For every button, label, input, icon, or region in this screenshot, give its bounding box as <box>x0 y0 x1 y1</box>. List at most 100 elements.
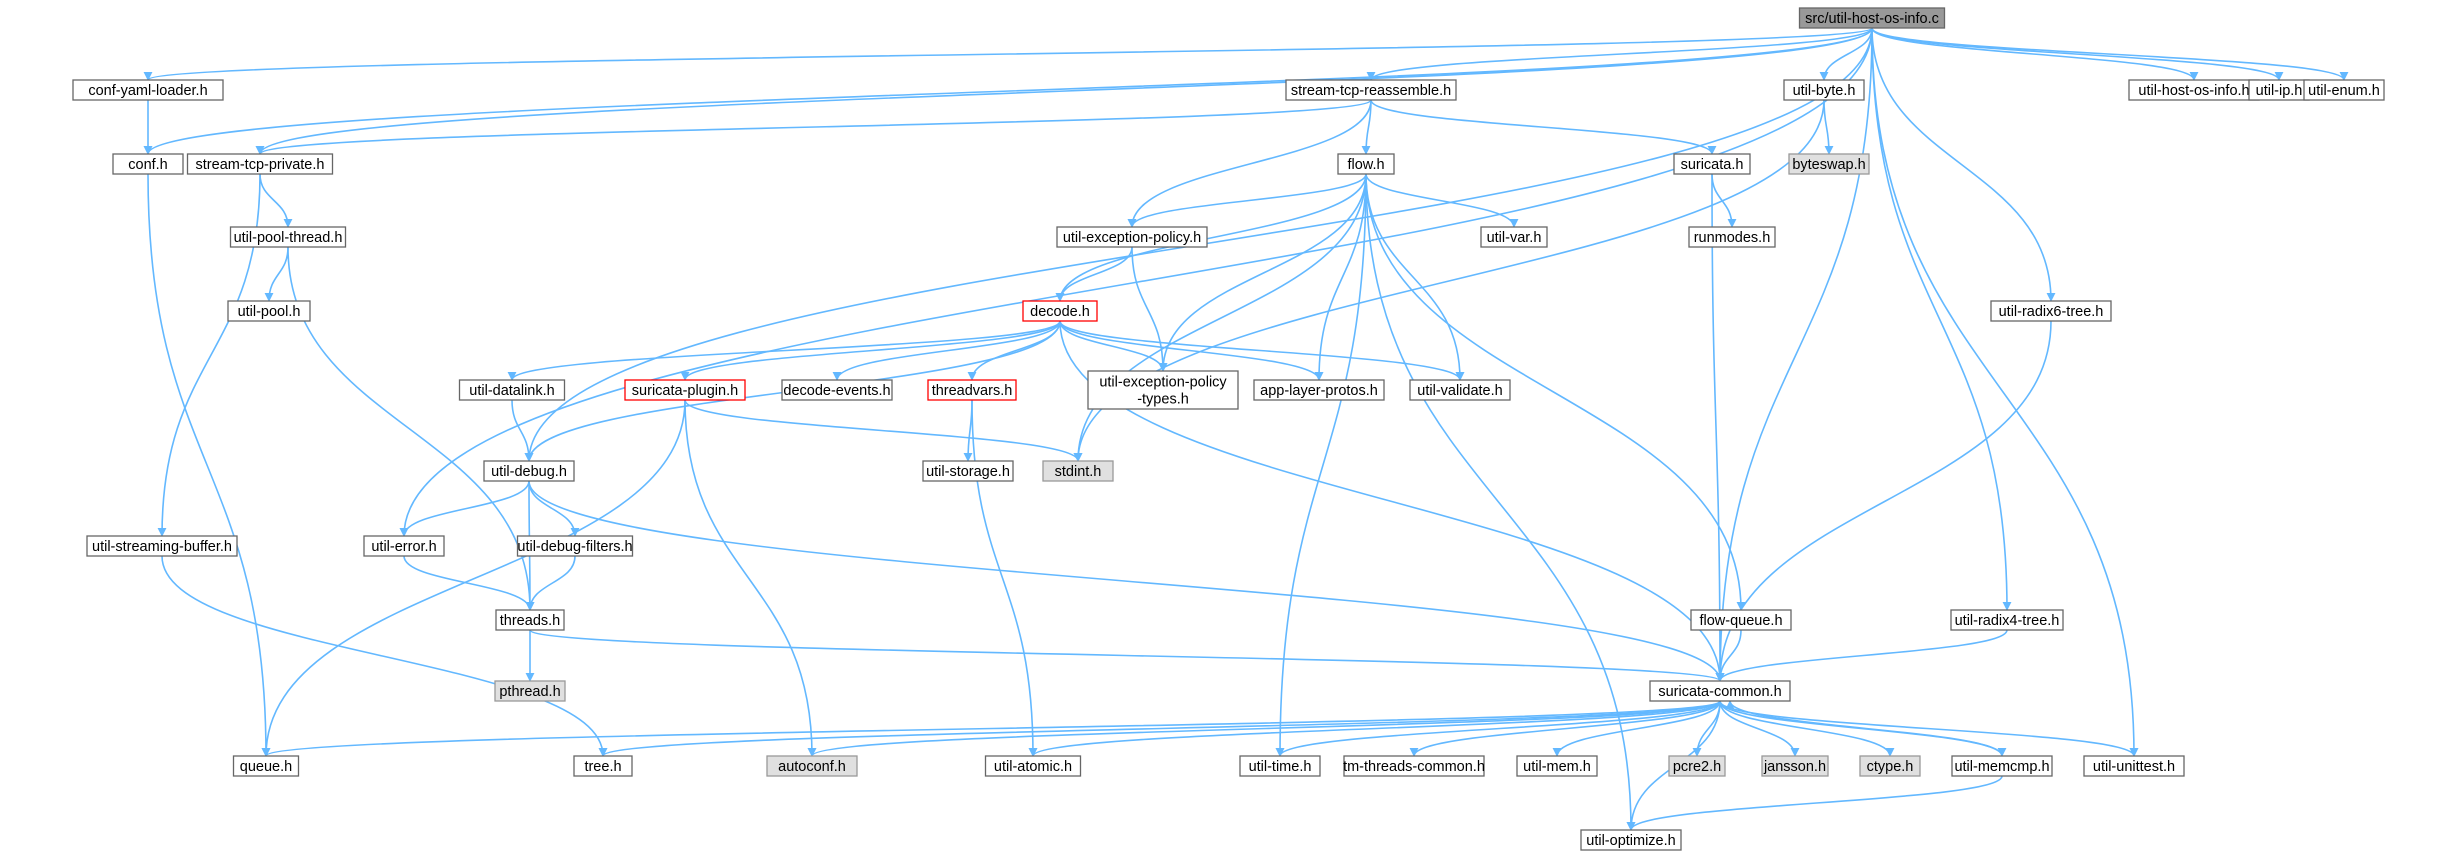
node-label: conf.h <box>128 157 168 173</box>
node-box <box>2303 79 2385 101</box>
node-utilbyte[interactable]: util-byte.h <box>1783 79 1865 101</box>
node-label: ctype.h <box>1867 759 1914 775</box>
node-label-line: util-enum.h <box>2308 83 2380 99</box>
node-label-line: decode.h <box>1030 304 1090 320</box>
node-conf[interactable]: conf.h <box>112 153 184 175</box>
node-poolthread[interactable]: util-pool-thread.h <box>229 226 347 248</box>
node-label: util-exception-policy.h <box>1063 230 1201 246</box>
edge-streambuf-to-tree <box>161 555 608 757</box>
node-plugin[interactable]: suricata-plugin.h <box>624 379 746 401</box>
node-streampriv[interactable]: stream-tcp-private.h <box>186 153 334 175</box>
node-label-line: suricata-plugin.h <box>632 383 738 399</box>
node-streambuf[interactable]: util-streaming-buffer.h <box>86 535 238 557</box>
node-hostosinfo[interactable]: util-host-os-info.h <box>2128 79 2260 101</box>
node-utilenum[interactable]: util-enum.h <box>2303 79 2385 101</box>
node-streamreasm[interactable]: stream-tcp-reassemble.h <box>1285 79 1457 101</box>
edge-flow-to-validate <box>1365 173 1465 381</box>
node-label-line: queue.h <box>240 759 292 775</box>
node-box <box>1788 153 1870 175</box>
node-datalink[interactable]: util-datalink.h <box>458 379 566 401</box>
node-label: util-streaming-buffer.h <box>92 539 232 555</box>
node-byteswap[interactable]: byteswap.h <box>1788 153 1870 175</box>
node-label: pcre2.h <box>1673 759 1721 775</box>
node-label: util-atomic.h <box>994 759 1072 775</box>
node-atomic[interactable]: util-atomic.h <box>984 755 1082 777</box>
node-box <box>229 226 347 248</box>
node-radix4[interactable]: util-radix4-tree.h <box>1950 609 2064 631</box>
node-unittest[interactable]: util-unittest.h <box>2083 755 2185 777</box>
node-box <box>1761 755 1829 777</box>
node-utilip[interactable]: util-ip.h <box>2248 79 2310 101</box>
node-debugfilters[interactable]: util-debug-filters.h <box>516 535 634 557</box>
node-debug[interactable]: util-debug.h <box>483 460 575 482</box>
node-suricata[interactable]: suricata.h <box>1673 153 1751 175</box>
node-label-line: util-streaming-buffer.h <box>92 539 232 555</box>
node-box <box>624 379 746 401</box>
node-common[interactable]: suricata-common.h <box>1649 680 1791 702</box>
node-box <box>72 79 224 101</box>
node-label: jansson.h <box>1763 759 1826 775</box>
node-tmthreads[interactable]: tm-threads-common.h <box>1343 755 1485 777</box>
node-label-line: util-datalink.h <box>469 383 554 399</box>
node-memcmp[interactable]: util-memcmp.h <box>1951 755 2053 777</box>
edge-plugin-to-stdint <box>684 399 1083 462</box>
node-ctype[interactable]: ctype.h <box>1859 755 1921 777</box>
node-flowqueue[interactable]: flow-queue.h <box>1690 609 1792 631</box>
edge-radix4-to-common <box>1715 629 2008 682</box>
node-label-line: conf-yaml-loader.h <box>88 83 207 99</box>
edge-root-to-streampriv <box>255 27 1873 155</box>
edge-flow-to-flowqueue <box>1365 173 1746 611</box>
node-tree[interactable]: tree.h <box>573 755 633 777</box>
node-label-line: util-validate.h <box>1417 383 1502 399</box>
node-root[interactable]: src/util-host-os-info.c <box>1798 7 1946 29</box>
node-pool[interactable]: util-pool.h <box>227 300 311 322</box>
node-optimize[interactable]: util-optimize.h <box>1580 829 1682 851</box>
node-confyaml[interactable]: conf-yaml-loader.h <box>72 79 224 101</box>
node-label: suricata-common.h <box>1658 684 1781 700</box>
edge-common-to-queue <box>261 700 1721 757</box>
node-threadvars[interactable]: threadvars.h <box>927 379 1017 401</box>
node-box <box>1668 755 1726 777</box>
edge-common-to-jansson <box>1719 700 1800 757</box>
node-alprotos[interactable]: app-layer-protos.h <box>1253 379 1385 401</box>
node-mem[interactable]: util-mem.h <box>1516 755 1598 777</box>
node-validate[interactable]: util-validate.h <box>1409 379 1511 401</box>
node-label: util-byte.h <box>1793 83 1856 99</box>
node-excpol[interactable]: util-exception-policy.h <box>1056 226 1208 248</box>
node-label-line: threads.h <box>500 613 560 629</box>
node-pcre2[interactable]: pcre2.h <box>1668 755 1726 777</box>
node-radix6[interactable]: util-radix6-tree.h <box>1990 300 2112 322</box>
node-threads[interactable]: threads.h <box>495 609 565 631</box>
node-label-line: ctype.h <box>1867 759 1914 775</box>
node-label-line: conf.h <box>128 157 168 173</box>
node-label: stream-tcp-reassemble.h <box>1291 83 1451 99</box>
node-runmodes[interactable]: runmodes.h <box>1688 226 1776 248</box>
edge-common-to-time <box>1275 700 1721 757</box>
edge-suricata-to-runmodes <box>1711 173 1737 228</box>
node-box <box>232 755 300 777</box>
node-queue[interactable]: queue.h <box>232 755 300 777</box>
node-box <box>1516 755 1598 777</box>
node-label-line: util-exception-policy <box>1099 375 1227 391</box>
node-utilvar[interactable]: util-var.h <box>1480 226 1548 248</box>
edge-decode-to-excpoltypes <box>1059 320 1168 372</box>
node-box <box>1285 79 1457 101</box>
node-decode[interactable]: decode.h <box>1022 300 1098 322</box>
node-label-line: autoconf.h <box>778 759 846 775</box>
node-label: util-pool.h <box>238 304 301 320</box>
node-decevents[interactable]: decode-events.h <box>781 379 893 401</box>
node-box <box>1087 370 1239 410</box>
node-error[interactable]: util-error.h <box>363 535 445 557</box>
node-stdint[interactable]: stdint.h <box>1042 460 1114 482</box>
edge-common-to-unittest <box>1719 700 2139 757</box>
node-box <box>1239 755 1321 777</box>
edge-datalink-to-debug <box>511 399 534 462</box>
node-excpoltypes[interactable]: util-exception-policy-types.h <box>1087 370 1239 410</box>
node-pthread[interactable]: pthread.h <box>494 680 566 702</box>
node-jansson[interactable]: jansson.h <box>1761 755 1829 777</box>
node-time[interactable]: util-time.h <box>1239 755 1321 777</box>
node-autoconf[interactable]: autoconf.h <box>766 755 858 777</box>
edge-flow-to-excpoltypes <box>1158 173 1367 372</box>
node-flow[interactable]: flow.h <box>1337 153 1395 175</box>
node-storage[interactable]: util-storage.h <box>922 460 1014 482</box>
